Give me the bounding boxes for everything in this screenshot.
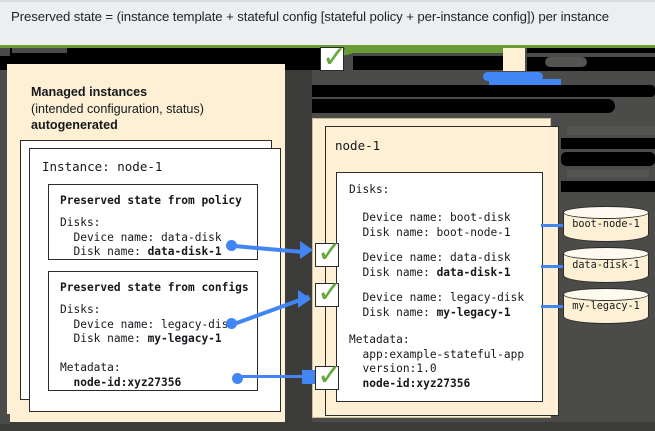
connector-dot-data-disk <box>226 240 237 251</box>
disk-cylinder-data-disk-1: data-disk-1 <box>563 247 649 283</box>
policy-box-body: Disks: Device name: data-disk Disk name:… <box>60 216 222 259</box>
managed-instances-heading: Managed instances (intended configuratio… <box>31 84 281 134</box>
redacted-bar-right-5 <box>561 181 655 192</box>
preserved-state-configs-box: Preserved state from configs Disks: Devi… <box>48 271 258 391</box>
preserved-state-policy-box: Preserved state from policy Disks: Devic… <box>48 184 258 260</box>
beige-chip-top <box>503 48 525 71</box>
connector-line-node-id <box>240 375 308 378</box>
check-icon-legacy-disk: ✓ <box>317 275 343 310</box>
disk-cylinder-boot-node-1: boot-node-1 <box>563 206 649 242</box>
redacted-bar-right-2 <box>561 138 655 149</box>
managed-title-line2: (intended configuration, status) <box>31 101 204 116</box>
check-data-disk-box: ✓ <box>315 235 343 270</box>
bottom-dark-strip <box>0 422 655 431</box>
disk-lead-boot <box>541 224 571 227</box>
managed-title-line1: Managed instances <box>31 85 148 99</box>
disk-label-legacy: my-legacy-1 <box>572 301 640 312</box>
connector-dot-node-id <box>232 373 243 384</box>
redacted-block-top-right-a <box>527 48 655 53</box>
redacted-line-a <box>305 85 655 97</box>
check-icon-data-disk: ✓ <box>317 235 343 270</box>
connector-dot-legacy-disk <box>226 318 237 329</box>
redacted-line-b <box>305 99 615 113</box>
redacted-bar-right-4 <box>567 170 649 178</box>
disk-lead-legacy <box>541 305 571 308</box>
policy-box-heading: Preserved state from policy <box>60 194 242 207</box>
redacted-notch-left <box>0 48 10 56</box>
node-legacy-disk-block: Device name: legacy-disk Disk name: my-l… <box>362 291 525 319</box>
blue-highlight-smear-a <box>483 72 543 81</box>
redacted-block-top-mid <box>283 48 320 70</box>
node-title: node-1 <box>335 138 381 153</box>
redacted-bar-right-3 <box>561 152 655 166</box>
caption-top-divider <box>0 0 655 2</box>
disk-cylinder-my-legacy-1: my-legacy-1 <box>563 288 649 324</box>
node-disks-heading: Disks: <box>349 183 390 196</box>
green-divider-rule <box>0 45 655 48</box>
check-icon-top: ✓ <box>322 40 348 75</box>
node-data-disk-block: Device name: data-disk Disk name: data-d… <box>362 251 511 279</box>
redacted-pill-top-right <box>545 57 587 67</box>
node-boot-disk-block: Device name: boot-disk Disk name: boot-n… <box>362 211 511 239</box>
node-disks-card: Disks: Device name: boot-disk Disk name:… <box>336 172 543 402</box>
managed-title-line3: autogenerated <box>31 118 118 132</box>
connector-arrow-legacy-disk <box>298 290 311 308</box>
configs-box-heading: Preserved state from configs <box>60 281 249 294</box>
blue-highlight-smear-b <box>489 79 561 85</box>
check-icon-node-id: ✓ <box>317 358 343 393</box>
disk-label-data: data-disk-1 <box>572 260 640 271</box>
check-top-obscured-box: ✓ <box>320 40 348 75</box>
bottom-left-corner <box>0 414 10 424</box>
check-legacy-disk-box: ✓ <box>315 275 343 310</box>
redacted-bar-right-1 <box>567 126 655 135</box>
caption-text: Preserved state = (instance template + s… <box>11 9 609 24</box>
disk-lead-data <box>541 265 571 268</box>
green-highlight-smear <box>345 48 503 53</box>
configs-box-body: Disks: Device name: legacy-disk Disk nam… <box>60 303 236 389</box>
disk-cylinder-top-legacy <box>563 288 649 301</box>
connector-arrow-node-id <box>302 370 318 384</box>
caption-bar: Preserved state = (instance template + s… <box>0 0 655 45</box>
connector-arrow-data-disk <box>300 241 313 259</box>
check-node-id-box: ✓ <box>315 358 343 393</box>
disk-label-boot: boot-node-1 <box>572 219 640 230</box>
redacted-notch-left-2 <box>12 48 67 53</box>
disk-cylinder-top-data <box>563 247 649 260</box>
redacted-block-top-mid-2 <box>353 56 503 70</box>
disk-cylinder-top-boot <box>563 206 649 219</box>
node-metadata-block: Metadata: app:example-stateful-app versi… <box>349 333 525 390</box>
instance-label: Instance: node-1 <box>42 159 163 174</box>
